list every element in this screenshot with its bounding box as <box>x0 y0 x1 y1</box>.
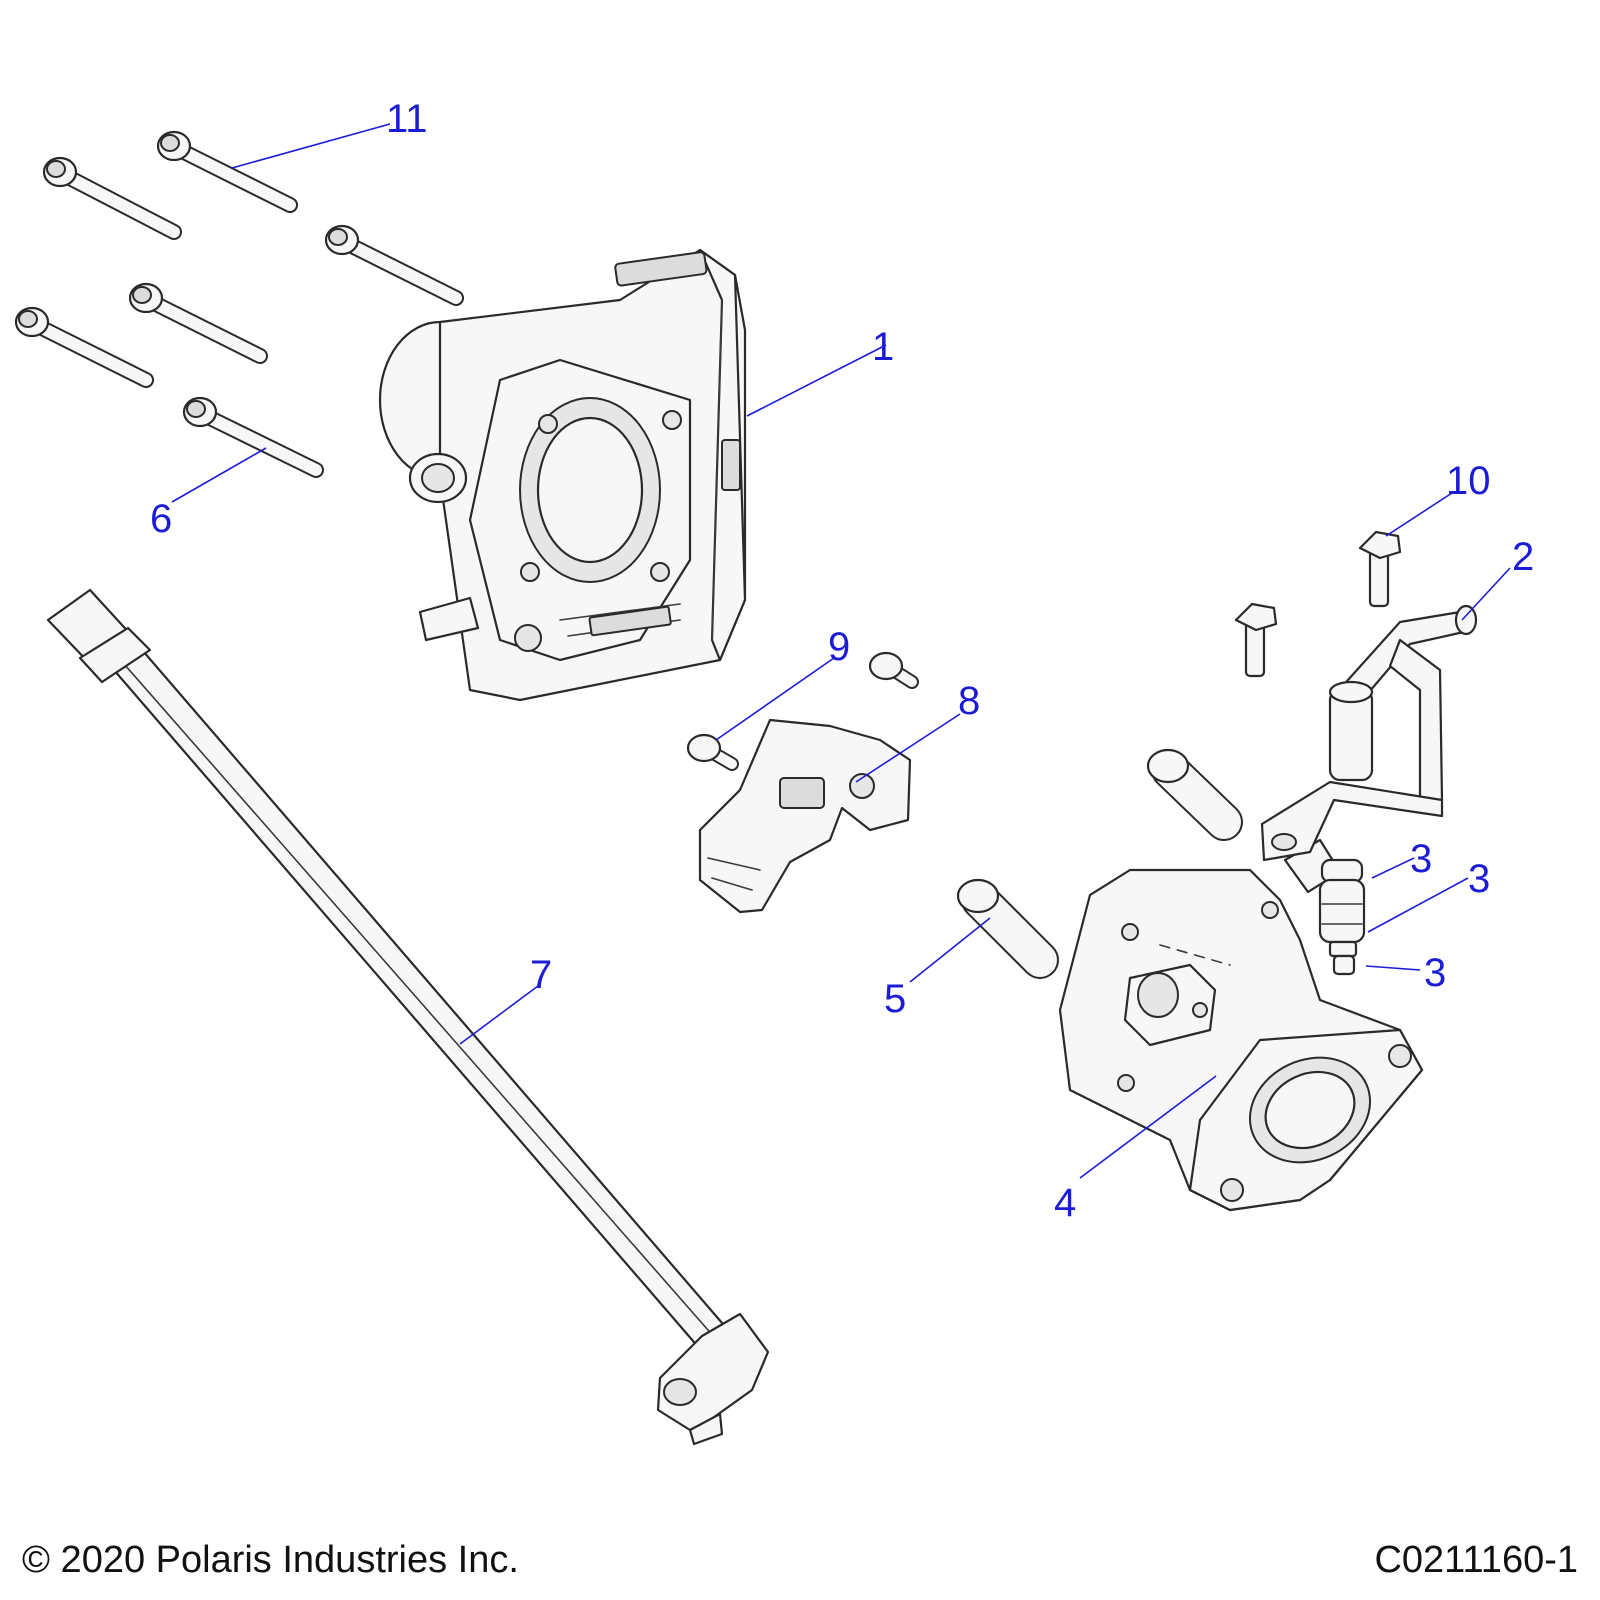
callout-1: 1 <box>872 325 894 369</box>
callout-3-middle: 3 <box>1468 857 1490 901</box>
callout-labels: 1 2 3 3 3 4 5 6 7 8 9 10 11 <box>150 97 1534 1225</box>
sensor-tube <box>46 588 770 1446</box>
bolt-upper-right <box>324 224 464 306</box>
bolt-middle <box>128 282 268 364</box>
throttle-body <box>378 248 747 702</box>
callout-4: 4 <box>1054 1181 1076 1225</box>
leader-lines <box>171 123 1511 1179</box>
callout-10: 10 <box>1446 459 1491 503</box>
bolt-upper-center <box>156 130 298 213</box>
sensor-bolts <box>686 651 919 771</box>
dowel-pins <box>956 748 1243 979</box>
bolt-group <box>14 130 464 478</box>
callout-8: 8 <box>958 679 980 723</box>
callout-9: 9 <box>828 625 850 669</box>
callout-3-lower: 3 <box>1424 951 1446 995</box>
intake-manifold <box>1058 868 1424 1212</box>
bolt-lower-left <box>14 306 154 388</box>
bolt-upper-left <box>42 156 182 240</box>
figure-id: C0211160-1 <box>1374 1539 1578 1581</box>
copyright-text: © 2020 Polaris Industries Inc. <box>22 1539 519 1581</box>
pressure-sensor <box>698 718 912 914</box>
callout-7: 7 <box>530 953 552 997</box>
callout-2: 2 <box>1512 535 1534 579</box>
callout-11: 11 <box>386 97 428 141</box>
callout-6: 6 <box>150 497 172 541</box>
callout-5: 5 <box>884 977 906 1021</box>
fuel-rail-bolts <box>1234 530 1402 678</box>
callout-3-upper: 3 <box>1410 837 1432 881</box>
fuel-rail <box>1260 604 1478 862</box>
bolt-lower-center <box>182 396 324 478</box>
